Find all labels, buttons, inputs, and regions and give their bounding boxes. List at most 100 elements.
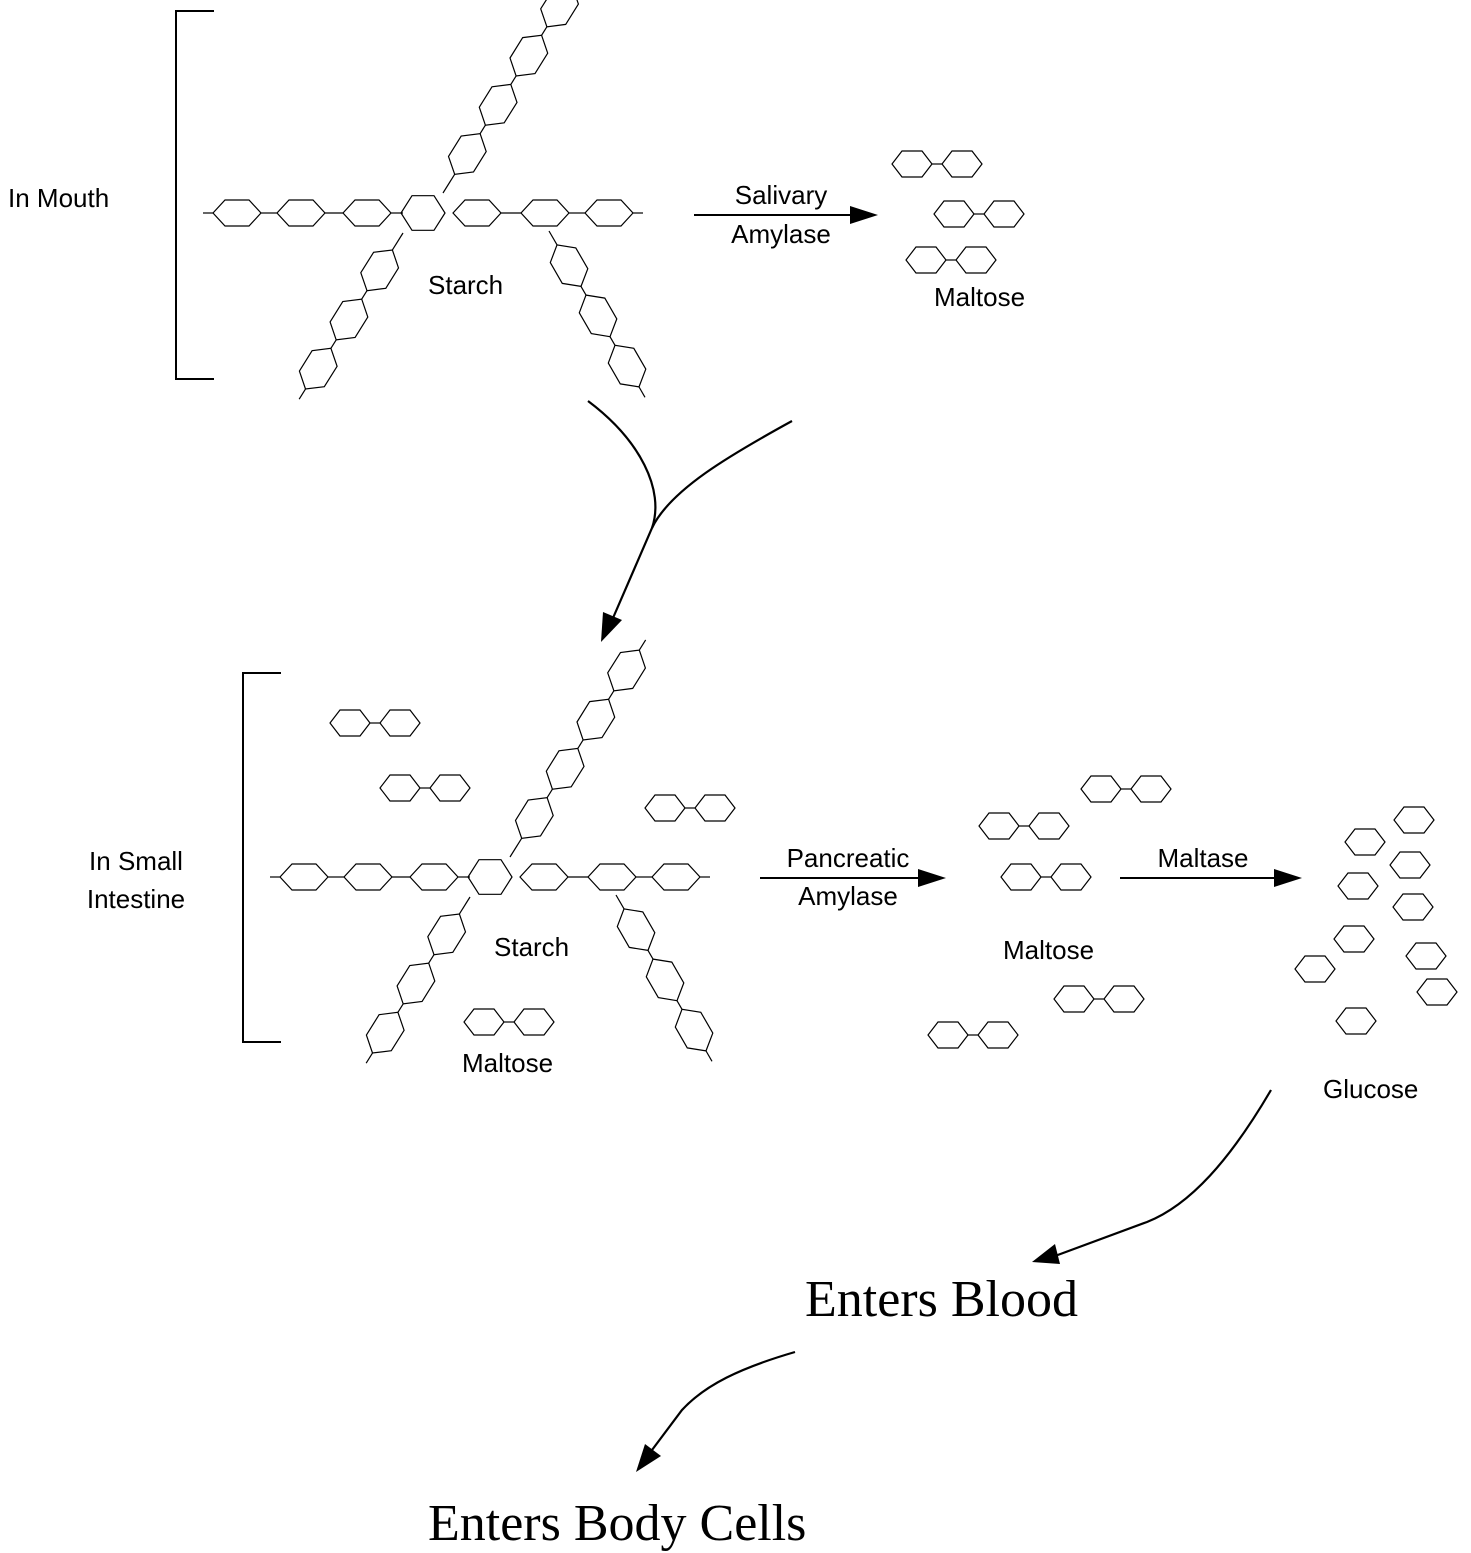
glucose-ring — [467, 859, 513, 895]
maltase-label: Maltase — [1157, 843, 1248, 873]
glucose-ring — [540, 0, 580, 28]
glucose-ring — [1344, 828, 1386, 856]
glucose-ring — [694, 794, 736, 822]
glucose-ring — [644, 794, 686, 822]
glucose-ring — [607, 649, 647, 692]
glucose-ring — [429, 774, 471, 802]
glycosidic-bond — [705, 1050, 713, 1062]
mouth-starch-molecule — [203, 0, 647, 400]
glycosidic-bond — [365, 1052, 374, 1064]
glucose-ring — [396, 962, 436, 1005]
salivary-label: Salivary — [735, 180, 827, 210]
intestine-label-line2: Intestine — [87, 884, 185, 914]
glucose-ring — [587, 863, 637, 891]
glucose-ring — [1130, 775, 1172, 803]
glucose-ring — [1053, 985, 1095, 1013]
glucose-ring — [905, 246, 947, 274]
glucose-ring — [1416, 978, 1458, 1006]
enters-blood-label: Enters Blood — [805, 1271, 1078, 1328]
intestine-maltose-label: Maltose — [462, 1048, 553, 1078]
intestine-bracket — [242, 672, 281, 1043]
glucose-ring — [379, 709, 421, 737]
to-blood-arrow — [1032, 1089, 1272, 1264]
glucose-ring — [645, 958, 685, 1002]
glucose-ring — [400, 195, 446, 231]
glycosidic-bond — [458, 896, 471, 915]
mouth-maltose-label: Maltose — [934, 282, 1025, 312]
glucose-ring — [409, 863, 459, 891]
glucose-ring — [365, 1011, 405, 1054]
glucose-ring — [616, 908, 656, 952]
glucose-ring — [1392, 893, 1434, 921]
glucose-ring — [1393, 806, 1435, 834]
glycosidic-bond — [397, 1003, 404, 1013]
glucose-ring — [343, 863, 393, 891]
maltase-arrow — [1120, 869, 1302, 887]
glucose-ring — [549, 244, 589, 288]
glucose-ring — [513, 1008, 555, 1036]
mouth-starch-label: Starch — [428, 270, 503, 300]
intestine-label-line1: In Small — [89, 846, 183, 876]
glycosidic-bond — [298, 388, 307, 400]
glycosidic-bond — [638, 639, 647, 651]
glucose-ring — [1000, 863, 1042, 891]
glycosidic-bond — [608, 690, 615, 700]
glucose-ring — [379, 774, 421, 802]
intestine-starch-molecule — [270, 639, 714, 1064]
pancreatic-amylase-label: Amylase — [798, 881, 898, 911]
mouth-label: In Mouth — [8, 183, 109, 213]
glucose-ring — [478, 83, 518, 126]
glucose-ring — [891, 150, 933, 178]
glycosidic-bond — [546, 788, 553, 798]
glucose-ring — [933, 200, 975, 228]
glycosidic-bond — [361, 290, 368, 300]
glucose-ring — [545, 747, 585, 790]
glycosidic-bond — [615, 894, 625, 910]
glucose-ring — [983, 200, 1025, 228]
glycosidic-bond — [647, 950, 654, 960]
glycosidic-bond — [479, 124, 486, 134]
glucose-ring — [584, 199, 634, 227]
mouth-maltose-molecules — [891, 150, 1025, 274]
glucose-ring — [1337, 872, 1379, 900]
glucose-ring — [977, 1021, 1019, 1049]
glucose-ring — [1103, 985, 1145, 1013]
intestine-starch-label: Starch — [494, 932, 569, 962]
glucose-ring — [329, 709, 371, 737]
glycosidic-bond — [330, 339, 337, 349]
enters-body-cells-label: Enters Body Cells — [428, 1495, 806, 1552]
to-cells-arrow — [636, 1350, 796, 1472]
glucose-ring — [212, 199, 262, 227]
glycosidic-bond — [548, 230, 558, 246]
glucose-ring — [651, 863, 701, 891]
glucose-ring — [463, 1008, 505, 1036]
glycosidic-bond — [580, 286, 587, 296]
glucose-ring — [1080, 775, 1122, 803]
glucose-ring — [955, 246, 997, 274]
glycosidic-bond — [510, 75, 517, 85]
glucose-ring — [578, 294, 618, 338]
glucose-ring — [1294, 955, 1336, 983]
glucose-ring — [276, 199, 326, 227]
glucose-ring — [509, 34, 549, 77]
glucose-ring — [514, 796, 554, 839]
glucose-ring — [1389, 851, 1431, 879]
intestine-maltose-molecules — [329, 709, 736, 1036]
salivary-arrow — [694, 206, 878, 224]
glycosidic-bond — [638, 386, 646, 398]
glucose-ring — [342, 199, 392, 227]
pancreatic-arrow — [760, 869, 946, 887]
glycosidic-bond — [577, 739, 584, 749]
glycosidic-bond — [442, 174, 456, 194]
glucose-ring — [360, 249, 400, 292]
glucose-ring — [927, 1021, 969, 1049]
glycosidic-bond — [541, 26, 548, 36]
glucose-ring — [1333, 925, 1375, 953]
amylase-label: Amylase — [731, 219, 831, 249]
pancreatic-label: Pancreatic — [787, 843, 910, 873]
glucose-ring — [447, 132, 487, 175]
glycosidic-bond — [509, 838, 523, 858]
glucose-ring — [607, 344, 647, 388]
